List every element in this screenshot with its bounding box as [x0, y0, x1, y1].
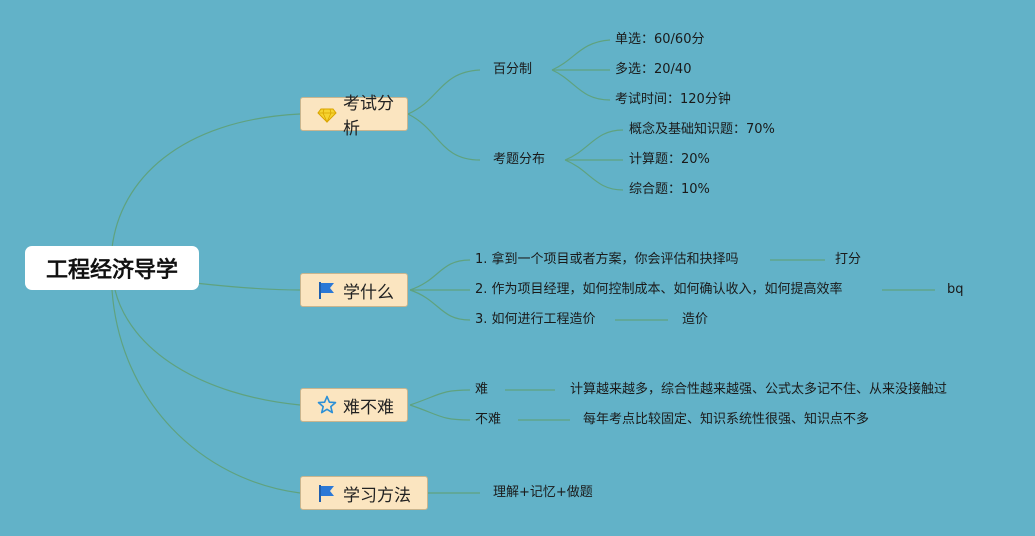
item-exam-time[interactable]: 考试时间：120分钟	[615, 92, 731, 107]
branch-label: 难不难	[343, 397, 394, 418]
link-root-kaoshi	[111, 113, 301, 249]
diamond-icon	[317, 104, 337, 124]
star-outline-icon	[317, 395, 337, 415]
branch-study-method[interactable]: 学习方法	[300, 476, 428, 510]
item-not-hard[interactable]: 不难	[475, 412, 502, 427]
item-single-choice[interactable]: 单选：60/60分	[615, 32, 705, 47]
note-bq[interactable]: bq	[947, 282, 964, 297]
item-engineering-cost[interactable]: 3. 如何进行工程造价	[475, 312, 596, 327]
link-nbn-1	[409, 389, 471, 406]
link-bfz-3	[551, 69, 611, 101]
note-score[interactable]: 打分	[835, 252, 862, 267]
link-root-xueshenme	[194, 282, 301, 291]
note-hard-reasons[interactable]: 计算越来越多，综合性越来越强、公式太多记不住、从来没接触过	[570, 382, 948, 397]
branch-what-to-learn[interactable]: 学什么	[300, 273, 408, 307]
link-bfz-1	[551, 39, 611, 71]
link-kaoshi-kaoti	[407, 113, 481, 161]
item-evaluate-project[interactable]: 1. 拿到一个项目或者方案，你会评估和抉择吗	[475, 252, 739, 267]
item-project-manager[interactable]: 2. 作为项目经理，如何控制成本、如何确认收入，如何提高效率	[475, 282, 843, 297]
blue-flag-icon	[317, 280, 337, 300]
branch-label: 学习方法	[343, 485, 411, 506]
note-not-hard-reasons[interactable]: 每年考点比较固定、知识系统性很强、知识点不多	[583, 412, 870, 427]
branch-label: 考试分析	[343, 94, 394, 139]
link-xsm-1	[409, 259, 471, 291]
item-calc-questions[interactable]: 计算题：20%	[629, 152, 710, 167]
item-method[interactable]: 理解+记忆+做题	[493, 485, 593, 500]
root-label: 工程经济导学	[45, 258, 178, 283]
group-percent[interactable]: 百分制	[493, 62, 533, 77]
branch-difficulty[interactable]: 难不难	[300, 388, 408, 422]
link-xsm-3	[409, 289, 471, 321]
link-kaoshi-baifenzhi	[407, 69, 481, 115]
root-node[interactable]: 工程经济导学	[25, 246, 199, 290]
link-root-fangfa	[111, 289, 301, 494]
branch-label: 学什么	[343, 282, 394, 303]
item-multi-choice[interactable]: 多选：20/40	[615, 62, 692, 77]
link-kt-3	[564, 159, 624, 191]
branch-exam-analysis[interactable]: 考试分析	[300, 94, 408, 139]
note-cost[interactable]: 造价	[682, 312, 709, 327]
link-root-nanbunan	[114, 289, 301, 406]
group-question-distribution[interactable]: 考题分布	[493, 152, 546, 167]
item-concept-questions[interactable]: 概念及基础知识题：70%	[629, 122, 775, 137]
item-hard[interactable]: 难	[475, 382, 489, 397]
blue-flag-icon	[317, 483, 337, 503]
item-comprehensive-questions[interactable]: 综合题：10%	[629, 182, 710, 197]
link-nbn-2	[409, 404, 471, 421]
link-kt-1	[564, 129, 624, 161]
